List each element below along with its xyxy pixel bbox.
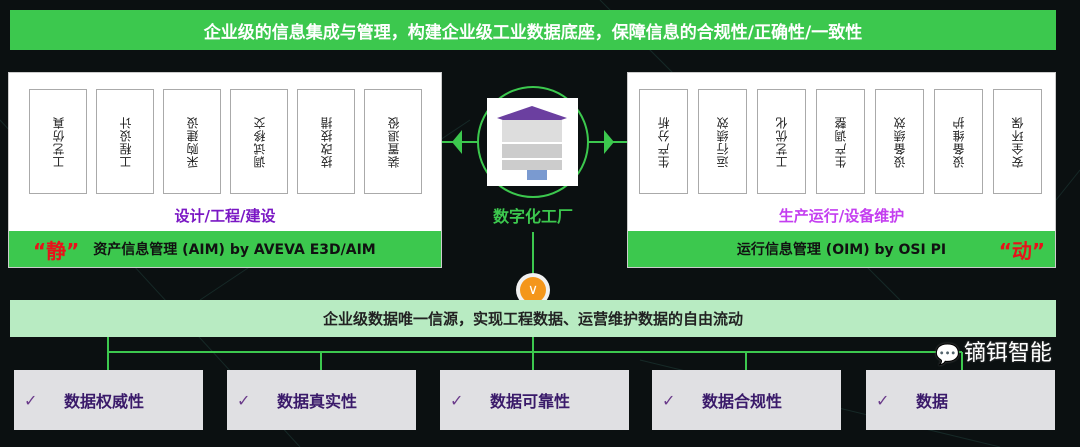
cell-label: 安全环保	[1011, 115, 1025, 168]
cell-label: 工程设计	[118, 115, 133, 168]
card-label: 数据权威性	[64, 392, 145, 411]
top-banner: 企业级的信息集成与管理，构建企业级工业数据底座，保障信息的合规性/正确性/一致性	[10, 10, 1056, 50]
stage-cell: 生产分析	[639, 89, 688, 194]
cell-label: 装置退役	[386, 115, 401, 168]
stage-cell: 技改技措	[297, 89, 355, 194]
cell-label: 工艺仿真	[51, 115, 66, 168]
stage-cell: 装置退役	[364, 89, 422, 194]
aim-bar: “静” 资产信息管理 (AIM) by AVEVA E3D/AIM	[9, 231, 441, 267]
arrow-left-icon	[452, 130, 462, 154]
cell-label: 运行绩效	[716, 115, 730, 168]
stage-cell: 安全环保	[993, 89, 1042, 194]
cell-label: 设备绩效	[893, 115, 907, 168]
digital-factory-title: 数字化工厂	[492, 207, 573, 226]
cell-label: 设备维护	[952, 115, 966, 168]
stage-cell: 工艺仿真	[29, 89, 87, 194]
stage-cell: 设备绩效	[875, 89, 924, 194]
card-label: 数据真实性	[277, 392, 358, 411]
cell-label: 生产分析	[657, 115, 671, 168]
oim-bar: 运行信息管理 (OIM) by OSI PI “动”	[628, 231, 1055, 267]
card-label: 数据	[916, 392, 949, 411]
card-label: 数据合规性	[702, 392, 783, 411]
oim-panel: 生产分析 运行绩效 工艺优化 生产调整 设备绩效 设备维护 安全环保 生产运行/…	[627, 72, 1056, 268]
stage-cell: 调试移交	[230, 89, 288, 194]
dynamic-quote: “动”	[998, 238, 1045, 263]
cell-label: 工艺优化	[775, 115, 789, 168]
single-source-bar: 企业级数据唯一信源，实现工程数据、运营维护数据的自由流动	[10, 300, 1056, 337]
stage-cell: 采购建设	[163, 89, 221, 194]
arrow-right-icon	[604, 130, 614, 154]
stage-cell: 运行绩效	[698, 89, 747, 194]
stage-cell: 设备维护	[934, 89, 983, 194]
watermark-text: 镝铒智能	[963, 341, 1052, 366]
cell-label: 采购建设	[185, 115, 200, 168]
feature-card: ✓ 数据合规性	[652, 370, 841, 430]
aim-panel: 工艺仿真 工程设计 采购建设 调试移交 技改技措 装置退役 设计/工程/建设 “…	[8, 72, 442, 268]
check-icon: ✓	[237, 390, 251, 410]
wechat-icon: 💬	[935, 342, 960, 366]
watermark: 💬镝铒智能	[935, 339, 1052, 369]
oim-subtitle: 生产运行/设备维护	[778, 207, 905, 225]
check-icon: ✓	[876, 390, 890, 410]
static-quote: “静”	[33, 238, 80, 263]
cell-label: 生产调整	[834, 115, 848, 168]
check-icon: ✓	[662, 390, 676, 410]
stage-cell: 工艺优化	[757, 89, 806, 194]
card-label: 数据可靠性	[490, 392, 571, 411]
cell-label: 技改技措	[319, 115, 334, 168]
feature-card: ✓ 数据可靠性	[440, 370, 629, 430]
oim-title: 运行信息管理 (OIM) by OSI PI	[736, 242, 947, 258]
stage-cell: 工程设计	[96, 89, 154, 194]
connector-lines	[107, 86, 963, 370]
feature-card: ✓ 数据真实性	[227, 370, 416, 430]
aim-title: 资产信息管理 (AIM) by AVEVA E3D/AIM	[93, 242, 376, 258]
check-icon: ✓	[450, 390, 464, 410]
aim-subtitle: 设计/工程/建设	[174, 207, 276, 225]
chevron-down-icon: ∨	[520, 277, 546, 303]
feature-card: ✓ 数据权威性	[14, 370, 203, 430]
digital-factory-image	[487, 98, 578, 186]
feature-card: ✓ 数据	[866, 370, 1055, 430]
cell-label: 调试移交	[252, 115, 267, 168]
stage-cell: 生产调整	[816, 89, 865, 194]
check-icon: ✓	[24, 390, 38, 410]
